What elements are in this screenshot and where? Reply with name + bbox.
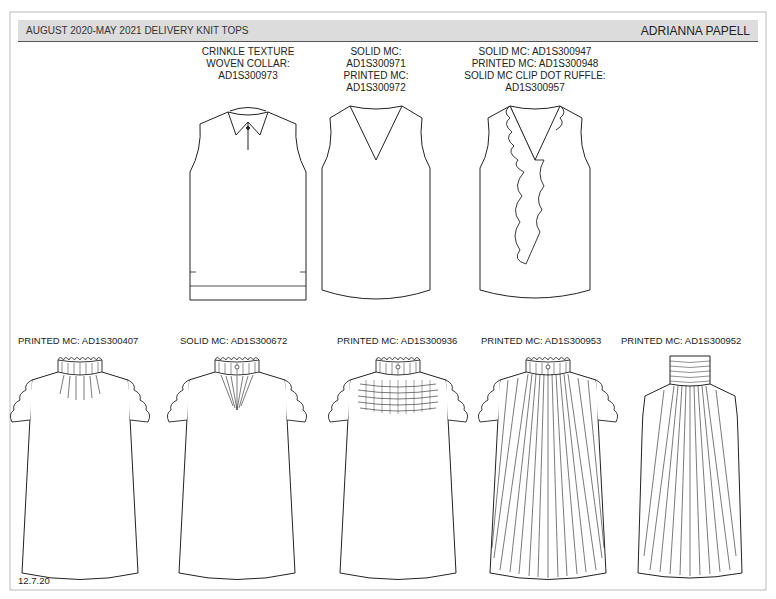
top-body [167, 358, 306, 580]
hem-band [190, 272, 306, 286]
body-outline [190, 112, 306, 300]
pleated-top [478, 358, 617, 580]
ruffle [506, 106, 544, 264]
keyhole [235, 365, 239, 369]
date-note: 12.7.20 [18, 575, 50, 587]
header-band: AUGUST 2020-MAY 2021 DELIVERY KNIT TOPS A… [18, 20, 758, 42]
back-neck [230, 108, 266, 112]
placket [248, 122, 249, 150]
style-label: PRINTED MC: AD1S300936 [337, 335, 457, 347]
gathered-neck-top [10, 358, 149, 580]
style-label: SOLID MC: AD1S300971 [341, 46, 411, 70]
keyhole [396, 365, 400, 369]
body-outline [322, 106, 430, 299]
style-label: SOLID MC: AD1S300672 [180, 335, 287, 347]
gathers [60, 375, 100, 400]
style-label: SOLID MC CLIP DOT RUFFLE: AD1S300957 [450, 70, 620, 94]
pleats [492, 374, 604, 578]
page-border [10, 12, 766, 590]
ruffle [556, 106, 564, 130]
smocked-yoke-top [328, 358, 467, 580]
top-body [10, 358, 149, 580]
smocked-mock-neck-top [638, 356, 742, 578]
style-label: PRINTED MC: AD1S300952 [621, 335, 741, 347]
pintuck-top [167, 358, 306, 580]
pleats [644, 386, 736, 576]
top-body [328, 358, 467, 580]
pintucks [221, 375, 253, 410]
body-outline [480, 106, 590, 298]
body-outline [638, 384, 742, 578]
back-neck [350, 106, 402, 109]
style-label: PRINTED MC: AD1S300972 [336, 70, 416, 94]
smocking [366, 380, 430, 414]
button [247, 127, 250, 130]
back-neck [510, 106, 560, 109]
mock-neck [670, 356, 710, 386]
style-label: PRINTED MC: AD1S300948 [435, 58, 635, 70]
sheet-title: AUGUST 2020-MAY 2021 DELIVERY KNIT TOPS [26, 25, 249, 36]
style-label: PRINTED MC: AD1S300407 [18, 335, 138, 347]
top-body [478, 358, 617, 580]
smocking [670, 361, 710, 383]
keyhole [546, 365, 550, 369]
collared-shell [190, 108, 306, 301]
style-label: CRINKLE TEXTURE WOVEN COLLAR: AD1S300973 [198, 46, 298, 82]
ruffle-v-neck-top [480, 106, 590, 298]
style-label: SOLID MC: AD1S300947 [435, 46, 635, 58]
style-label: PRINTED MC: AD1S300953 [481, 335, 601, 347]
brand-name: ADRIANNA PAPELL [641, 24, 750, 38]
v-neck-shell [322, 106, 430, 299]
